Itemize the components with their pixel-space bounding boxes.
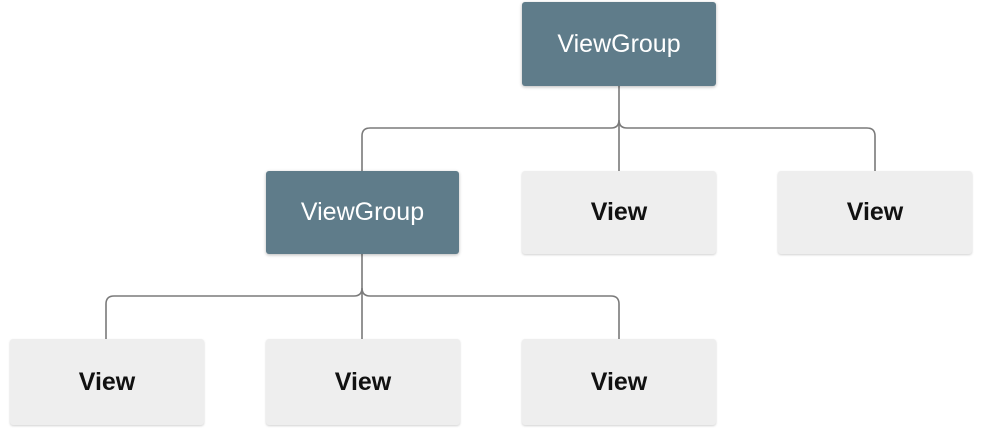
- view-node-level3-left: View: [10, 339, 204, 425]
- view-node-level3-right: View: [522, 339, 716, 425]
- root-viewgroup-label: ViewGroup: [557, 29, 681, 58]
- root-viewgroup-node: ViewGroup: [522, 2, 716, 86]
- child-viewgroup-label: ViewGroup: [300, 198, 425, 226]
- view-label: View: [590, 198, 648, 226]
- connector-root-branch: [361, 119, 876, 171]
- connector-group-branch: [105, 287, 620, 339]
- view-label: View: [590, 367, 648, 396]
- view-label: View: [78, 367, 136, 396]
- view-node-level2-right: View: [778, 171, 972, 254]
- view-label: View: [334, 367, 392, 396]
- child-viewgroup-node: ViewGroup: [266, 171, 459, 254]
- view-label: View: [846, 198, 904, 226]
- view-node-level2-middle: View: [522, 171, 716, 254]
- view-node-level3-middle: View: [266, 339, 460, 425]
